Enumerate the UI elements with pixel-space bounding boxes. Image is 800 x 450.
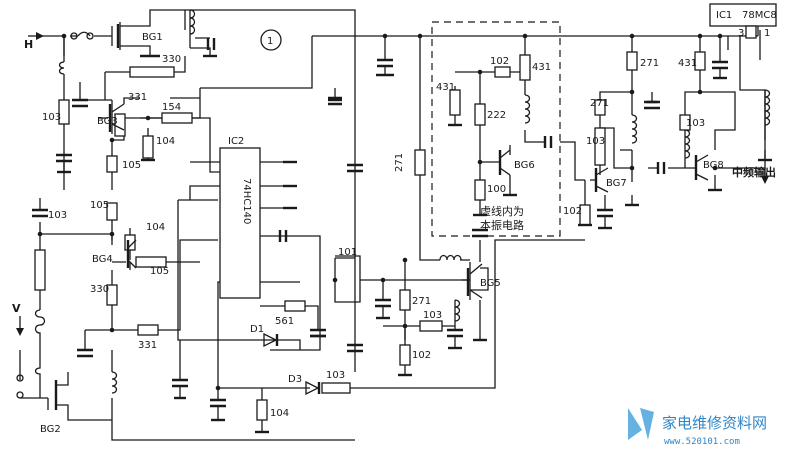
watermark-site: www.520101.com — [664, 437, 740, 447]
circle-marker-number: 1 — [267, 36, 273, 47]
text-labels: H V BG1 BG2 BG3 BG4 BG5 BG6 BG7 BG8 D1 D… — [12, 32, 776, 435]
grounds — [57, 54, 772, 434]
r105-c-label: 105 — [150, 266, 169, 277]
inductors — [34, 9, 771, 394]
wires — [19, 9, 766, 441]
r103-left-label: 103 — [42, 112, 61, 123]
output-label: 中频输出 — [732, 165, 776, 179]
r271-bg7a-label: 271 — [640, 58, 659, 69]
r103-bg8-label: 103 — [686, 118, 705, 129]
r431-bg8-label: 431 — [678, 58, 697, 69]
r271-mid-label: 271 — [394, 153, 405, 172]
bg6-label: BG6 — [514, 160, 535, 171]
transistor-bg3 — [108, 103, 125, 132]
ic2-label: IC2 — [228, 136, 244, 147]
fet-bg2 — [47, 372, 112, 421]
d1-label: D1 — [250, 324, 264, 335]
r105-a-label: 105 — [122, 160, 141, 171]
r561-label: 561 — [275, 316, 294, 327]
watermark-brand: 家电维修资料网 — [662, 414, 767, 432]
bg8-label: BG8 — [703, 160, 724, 171]
watermark: 家电维修资料网 www.520101.com — [628, 408, 767, 447]
circle-marker — [260, 29, 282, 51]
transistor-bg6 — [498, 149, 511, 176]
bg1-label: BG1 — [142, 32, 163, 43]
c101-label: 101 — [338, 247, 357, 258]
r100-label: 100 — [487, 184, 506, 195]
watermark-logo-icon — [628, 408, 654, 440]
r222-label: 222 — [487, 110, 506, 121]
diode-d3 — [305, 380, 321, 396]
ic1-label: IC1 — [716, 10, 732, 21]
bg4-label: BG4 — [92, 254, 113, 265]
r431-b-label: 431 — [532, 62, 551, 73]
osc-note-line1: 虚线内为 — [480, 204, 524, 218]
r103-bg7-label: 103 — [586, 136, 605, 147]
bg7-label: BG7 — [606, 178, 627, 189]
ic2-body — [219, 147, 261, 299]
diode-d1 — [263, 332, 279, 348]
ic1-pin-3: 3 — [738, 28, 744, 39]
r154-label: 154 — [162, 102, 181, 113]
r331-top-label: 331 — [128, 92, 147, 103]
ic1-body — [709, 3, 777, 27]
r103-d3-label: 103 — [326, 370, 345, 381]
bg3-label: BG3 — [97, 116, 118, 127]
ic1-pin-1: 1 — [764, 28, 770, 39]
r271-bg7b-label: 271 — [590, 98, 609, 109]
r102-osc-label: 102 — [490, 56, 509, 67]
input-loops — [16, 31, 94, 399]
r105-b-label: 105 — [90, 200, 109, 211]
input-v-label: V — [12, 302, 21, 315]
resistors — [34, 51, 706, 421]
r431-a-label: 431 — [436, 82, 455, 93]
r271-bg5-label: 271 — [412, 296, 431, 307]
r330-top-label: 330 — [162, 54, 181, 65]
transistor-bg7 — [590, 167, 609, 193]
junctions — [37, 33, 723, 391]
bg2-label: BG2 — [40, 424, 61, 435]
r330-bot-label: 330 — [90, 284, 109, 295]
r104-bg3-label: 104 — [156, 136, 175, 147]
r104-bg4-label: 104 — [146, 222, 165, 233]
r102-bg5-label: 102 — [412, 350, 431, 361]
ic1-part: 78MC8 — [742, 10, 777, 21]
transistor-bg5 — [466, 263, 483, 299]
input-h-label: H — [24, 38, 33, 51]
osc-note-line2: 本振电路 — [480, 218, 524, 232]
d3-label: D3 — [288, 374, 302, 385]
bg5-label: BG5 — [480, 278, 501, 289]
transistor-bg4 — [126, 239, 137, 269]
r103-bg5-label: 103 — [423, 310, 442, 321]
transistor-bg8 — [690, 154, 709, 181]
capacitors — [32, 38, 728, 420]
r104-bot-label: 104 — [270, 408, 289, 419]
c102-bg7-label: 102 — [563, 206, 582, 217]
r331-bot-label: 331 — [138, 340, 157, 351]
c103-left-label: 103 — [48, 210, 67, 221]
ic2-part: 74HC140 — [241, 178, 252, 224]
ic1-pin-box — [745, 25, 757, 39]
oscillator-boundary — [431, 21, 561, 237]
